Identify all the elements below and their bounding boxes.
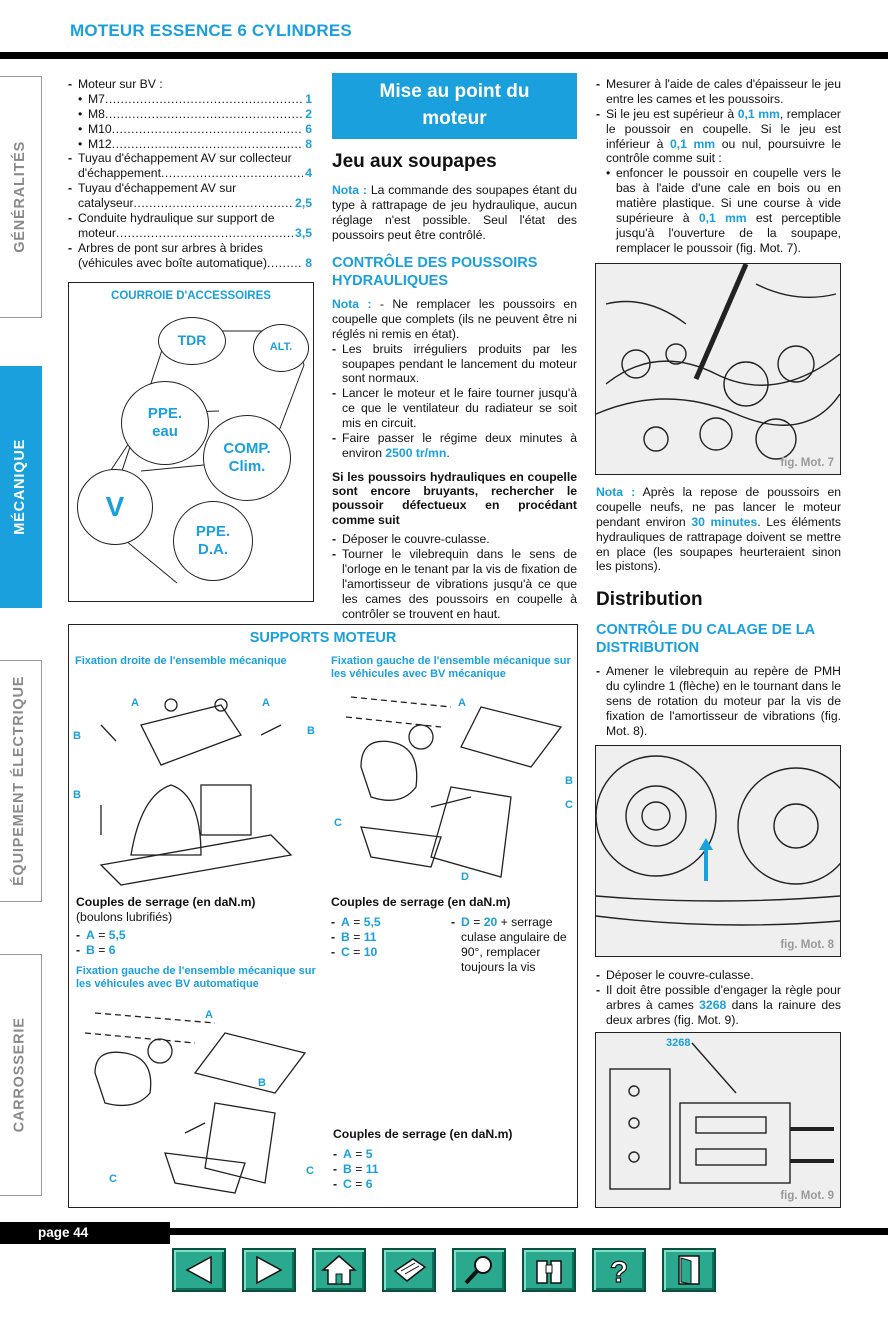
regle-text: Déposer le couvre-culasse. Il doit être …	[596, 968, 841, 1028]
callout-c: C	[306, 1165, 314, 1177]
left-mount-manual-heading: Fixation gauche de l'ensemble mécanique …	[331, 655, 571, 681]
search-button[interactable]	[452, 1248, 506, 1292]
right-mount-drawing	[99, 698, 293, 886]
callout-c: C	[565, 799, 573, 811]
callout-a: A	[131, 697, 139, 709]
camshaft-ruler-illustration	[596, 1033, 840, 1207]
question-mark-icon: ?	[609, 1255, 629, 1287]
list-item: Conduite hydraulique sur support demoteu…	[68, 211, 312, 241]
arrow-right-icon	[256, 1255, 283, 1285]
callout-a: A	[458, 697, 466, 709]
belt-diagram-title: COURROIE D'ACCESSOIRES	[111, 290, 271, 302]
right-mount-heading: Fixation droite de l'ensemble mécanique	[75, 655, 287, 667]
left-mount-auto-drawing	[84, 1012, 307, 1194]
right-mount-torques: Couples de serrage (en daN.m) (boulons l…	[76, 895, 326, 958]
binoculars-icon	[536, 1260, 562, 1284]
pulley-ac-compressor: COMP.Clim.	[203, 415, 291, 501]
callout-a: A	[205, 1009, 213, 1021]
pulley-alternator: ALT.	[253, 324, 309, 372]
list-item: Arbres de pont sur arbres à brides(véhic…	[68, 241, 312, 271]
torque-list: Moteur sur BV : M71 M82 M106 M128 Tuyau …	[68, 77, 312, 270]
tab-generalites-label: GÉNÉRALITÉS	[11, 141, 28, 253]
pulley-water-pump: PPE.eau	[121, 381, 209, 465]
tool-3268-label: 3268	[666, 1037, 691, 1049]
left-mount-manual-torques: Couples de serrage (en daN.m) A = 5,5 B …	[331, 895, 575, 974]
tab-carrosserie-label: CARROSSERIE	[11, 1017, 28, 1133]
heading-distribution: Distribution	[596, 589, 703, 610]
printer-icon	[393, 1258, 427, 1282]
pulley-power-steering: PPE.D.A.	[173, 501, 253, 581]
callout-b: B	[565, 775, 573, 787]
list-item: M106	[68, 122, 312, 137]
callout-b: B	[258, 1077, 266, 1089]
heading-controle-poussoirs: CONTRÔLE DES POUSSOIRS HYDRAULIQUES	[332, 255, 538, 290]
exit-door-icon	[678, 1255, 700, 1285]
callout-d: D	[461, 871, 469, 883]
home-button[interactable]	[312, 1248, 366, 1292]
fig-9-label: fig. Mot. 9	[780, 1189, 834, 1202]
list-item: M128	[68, 137, 312, 152]
callout-c: C	[109, 1173, 117, 1185]
heading-jeu-soupapes: Jeu aux soupapes	[332, 151, 497, 172]
tab-equipement-label: ÉQUIPEMENT ÉLECTRIQUE	[11, 675, 28, 887]
pulley-tdr: TDR	[158, 317, 226, 365]
exit-button[interactable]	[662, 1248, 716, 1292]
find-button[interactable]	[522, 1248, 576, 1292]
tab-mecanique-label: MÉCANIQUE	[11, 439, 28, 535]
arrow-left-icon	[185, 1255, 212, 1285]
list-item: Tuyau d'échappement AV surcatalyseur2,5	[68, 181, 312, 211]
supports-title: SUPPORTS MOTEUR	[249, 630, 397, 646]
belt-diagram: COURROIE D'ACCESSOIRES TDR ALT. PPE.eau …	[68, 282, 314, 602]
nota-repose: Nota : Après la repose de poussoirs en c…	[596, 485, 842, 574]
page-number: page 44	[0, 1222, 170, 1244]
previous-page-button[interactable]	[172, 1248, 226, 1292]
left-mount-manual-drawing	[345, 696, 563, 878]
callout-b: B	[307, 725, 315, 737]
tab-mecanique[interactable]: MÉCANIQUE	[0, 366, 42, 608]
figure-mot-9: 3268 fig. Mot. 9	[595, 1032, 841, 1208]
heading-calage: CONTRÔLE DU CALAGE DE LA DISTRIBUTION	[596, 622, 815, 657]
controle-text: Nota : - Ne remplacer les poussoirs en c…	[332, 297, 577, 621]
callout-b: B	[73, 730, 81, 742]
cylinder-head-illustration	[596, 264, 840, 474]
list-item: Moteur sur BV :	[68, 77, 312, 92]
footer-rule	[170, 1228, 888, 1235]
list-item: M82	[68, 107, 312, 122]
figure-mot-8: fig. Mot. 8	[595, 745, 841, 957]
pulley-crankshaft: V	[77, 469, 153, 545]
crankshaft-pulley-illustration	[596, 746, 840, 956]
svg-text:?: ?	[610, 1256, 628, 1287]
left-mount-auto-torques: Couples de serrage (en daN.m) A = 5 B = …	[333, 1127, 573, 1192]
nota-jeu: Nota : La commande des soupapes étant du…	[332, 183, 578, 242]
magnifier-icon	[464, 1256, 492, 1285]
figure-mot-7: fig. Mot. 7	[595, 263, 841, 475]
fig-7-label: fig. Mot. 7	[780, 456, 834, 469]
next-page-button[interactable]	[242, 1248, 296, 1292]
list-item: Tuyau d'échappement AV sur collecteurd'é…	[68, 151, 312, 181]
callout-a: A	[262, 697, 270, 709]
callout-c: C	[334, 817, 342, 829]
tab-equipement-electrique[interactable]: ÉQUIPEMENT ÉLECTRIQUE	[0, 660, 42, 902]
supports-moteur-box: SUPPORTS MOTEUR Fixation droite de l'ens…	[68, 624, 578, 1208]
help-button[interactable]: ?	[592, 1248, 646, 1292]
fig-8-label: fig. Mot. 8	[780, 938, 834, 951]
callout-b: B	[73, 789, 81, 801]
header-rule	[0, 52, 888, 59]
home-icon	[321, 1255, 357, 1285]
calage-text: Amener le vilebrequin au repère de PMH d…	[596, 664, 841, 738]
left-mount-auto-heading: Fixation gauche de l'ensemble mécanique …	[76, 965, 316, 991]
list-item: M71	[68, 92, 312, 107]
measure-text: Mesurer à l'aide de cales d'épaisseur le…	[596, 77, 841, 256]
print-button[interactable]	[382, 1248, 436, 1292]
tab-carrosserie[interactable]: CARROSSERIE	[0, 954, 42, 1196]
page-header-title: MOTEUR ESSENCE 6 CYLINDRES	[70, 21, 352, 40]
tab-generalites[interactable]: GÉNÉRALITÉS	[0, 76, 42, 318]
